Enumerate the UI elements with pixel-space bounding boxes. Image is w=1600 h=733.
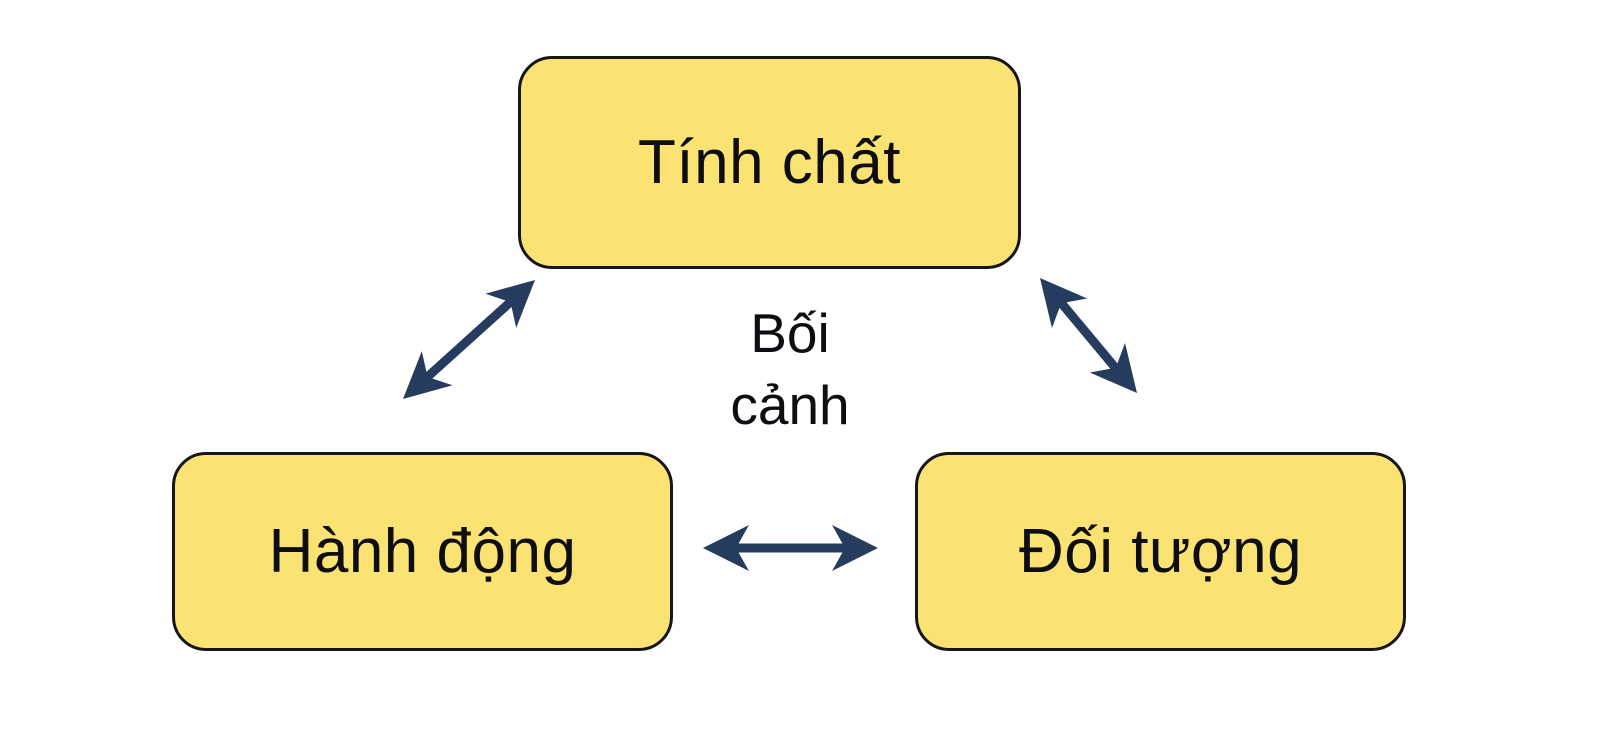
node-hanh-dong-label: Hành động <box>268 516 577 586</box>
connector-hanh-dong-tinh-chat <box>387 262 551 417</box>
connector-hanh-dong-doi-tuong <box>703 525 878 571</box>
node-doi-tuong[interactable]: Đối tượng <box>915 452 1406 651</box>
node-doi-tuong-label: Đối tượng <box>1018 516 1303 586</box>
center-label: Bối cảnh <box>640 298 940 441</box>
center-label-line-2: cảnh <box>730 373 850 436</box>
node-tinh-chat[interactable]: Tính chất <box>518 56 1021 269</box>
node-hanh-dong[interactable]: Hành động <box>172 452 673 651</box>
connector-tinh-chat-doi-tuong <box>1022 263 1155 408</box>
center-label-line-1: Bối <box>750 302 830 364</box>
node-tinh-chat-label: Tính chất <box>638 127 901 197</box>
